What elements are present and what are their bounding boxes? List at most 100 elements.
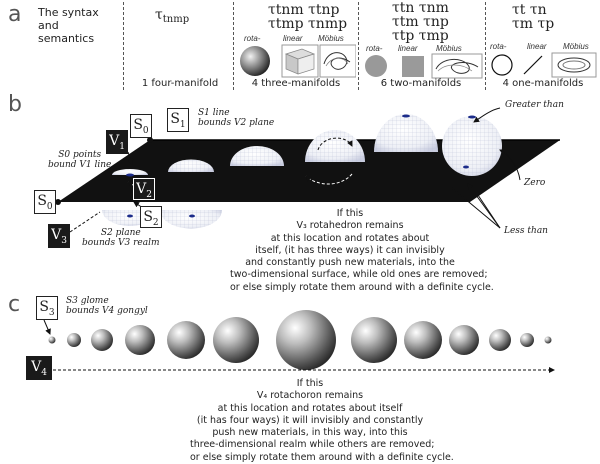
s0-points-annotation-2: bound V1 line xyxy=(48,160,112,170)
less-than-label: Less than xyxy=(504,226,548,236)
zero-arrow xyxy=(499,149,521,181)
panel-b-line: V₃ rotahedron remains xyxy=(296,220,404,232)
panel-c-paragraph: If this V₄ rotachoron remains at this lo… xyxy=(190,378,454,464)
s3-arrow xyxy=(43,319,51,335)
sphere-8 xyxy=(351,317,397,363)
thumb-label-mobius: Möbius xyxy=(563,42,589,51)
thumb-label-mobius: Möbius xyxy=(436,44,462,53)
plane-diagram xyxy=(55,107,560,233)
mobius-two-icon xyxy=(431,53,483,79)
s2-plane-annotation: S2 plane bounds V3 realm xyxy=(82,228,160,248)
panel-c-line: three-dimensional realm while others are… xyxy=(190,439,435,451)
panel-c-line: at this location and rotates about itsel… xyxy=(217,402,403,414)
panel-c-line: or else simply rotate them around with a… xyxy=(190,451,454,463)
sphere-12 xyxy=(520,333,534,347)
lower-hemisphere-2 xyxy=(160,210,222,229)
tau-two-manifolds: τtn τnm τtm τnp τtp τmp xyxy=(392,1,449,44)
tau-line: τtm τnp xyxy=(392,14,449,30)
greater-than-label: Greater than xyxy=(505,100,564,110)
rota-disc-icon xyxy=(365,55,387,77)
s2-label: S2 xyxy=(140,206,162,228)
s3-label: S3 xyxy=(36,296,58,320)
s2-plane-annotation-1: S2 plane xyxy=(100,228,141,238)
thumb-label-linear: linear xyxy=(398,44,418,53)
rota-sphere-icon xyxy=(240,46,270,76)
s1-line-annotation-1: S1 line xyxy=(198,108,230,118)
sphere-6 xyxy=(213,317,259,363)
sphere-5 xyxy=(167,321,205,359)
s1-line-annotation-2: bounds V2 plane xyxy=(198,118,275,128)
s0-point-left xyxy=(55,199,61,205)
thumb-label-mobius: Möbius xyxy=(318,34,344,43)
divider-4 xyxy=(485,2,486,90)
caption-four-manifold: 1 four-manifold xyxy=(141,78,219,89)
panel-a-title-line-1: The syntax xyxy=(38,6,99,19)
v1-label: V1 xyxy=(106,130,128,154)
greater-than-arrow xyxy=(473,107,501,123)
sphere-1 xyxy=(48,336,56,344)
s0-points-annotation: S0 points bound V1 line xyxy=(48,150,111,170)
sphere-7 xyxy=(276,310,336,370)
tau-line: τtnm τtnp xyxy=(268,2,340,18)
one-manifold-thumbnails xyxy=(491,52,597,78)
thumb-label-linear: linear xyxy=(283,34,303,43)
sphere-10 xyxy=(449,325,479,355)
panel-b-line: and constantly push new materials, into … xyxy=(245,257,455,269)
v2-label: V2 xyxy=(133,178,155,200)
less-than-arrow-3 xyxy=(475,191,501,229)
v3-dashed-line xyxy=(69,211,101,233)
caption-one-manifolds: 4 one-manifolds xyxy=(502,78,584,89)
v1-arrow xyxy=(127,151,134,165)
panel-a-letter: a xyxy=(8,2,22,27)
tau-line: τtp τmp xyxy=(392,28,449,44)
panel-c-line: push new materials, in this way, into th… xyxy=(212,427,408,439)
panel-b-line: If this xyxy=(336,208,364,219)
tau-three-manifolds: τtnm τtnp τtmp τnmp xyxy=(268,2,348,32)
three-manifold-thumbnails xyxy=(240,44,356,78)
s0-label-left: S0 xyxy=(34,190,56,214)
v3-label: V3 xyxy=(48,224,70,248)
panel-b-line: two-dimensional surface, while old ones … xyxy=(230,269,488,281)
dome-3 xyxy=(230,146,284,166)
dome-5 xyxy=(374,114,438,152)
panel-b-line: or else simply rotate them around with a… xyxy=(230,281,494,293)
two-manifold-thumbnails xyxy=(365,53,483,79)
panel-c-letter: c xyxy=(8,292,21,317)
thumb-label-rota: rota- xyxy=(490,42,507,51)
divider-1 xyxy=(123,2,124,90)
glome-sphere-row xyxy=(43,310,555,373)
caption-three-manifolds: 4 three-manifolds xyxy=(251,78,341,89)
sphere-2 xyxy=(67,333,81,347)
s3-glome-annotation: S3 glome bounds V4 gongyl xyxy=(66,296,148,316)
rotation-arrow-top xyxy=(317,137,353,151)
tau-subscript: tnmp xyxy=(162,14,190,25)
s3-glome-annotation-2: bounds V4 gongyl xyxy=(66,306,148,316)
linear-square-icon xyxy=(402,56,424,77)
panel-b-paragraph: If this V₃ rotahedron remains at this lo… xyxy=(230,208,494,294)
panel-a-title-line-2: and semantics xyxy=(38,19,95,45)
rota-circle-icon xyxy=(491,54,513,76)
s0-points-annotation-1: S0 points xyxy=(58,150,102,160)
zero-label: Zero xyxy=(524,178,546,188)
panel-a-title: The syntax and semantics xyxy=(38,6,118,45)
full-sphere-right xyxy=(442,115,502,176)
s1-label: S1 xyxy=(167,108,189,132)
less-than-arrow-2 xyxy=(451,187,501,229)
dome-2 xyxy=(168,159,214,172)
tau-symbol: τ xyxy=(155,7,163,23)
tau-one-manifolds: τt τn τm τp xyxy=(512,3,555,32)
thumb-label-linear: linear xyxy=(527,42,547,51)
thumb-label-rota: rota- xyxy=(244,34,261,43)
linear-line-icon xyxy=(523,55,543,75)
panel-b-line: itself, (it has three ways) it can invis… xyxy=(255,244,445,256)
tau-line: τm τp xyxy=(512,16,555,32)
panel-c-line: If this xyxy=(296,378,324,389)
mobius-one-icon xyxy=(551,52,597,78)
linear-cube-icon xyxy=(281,44,319,78)
sphere-3 xyxy=(91,329,113,351)
tau-line: τtmp τnmp xyxy=(268,16,348,32)
sphere-9 xyxy=(404,321,442,359)
mobius-three-icon xyxy=(319,44,356,78)
sphere-11 xyxy=(489,329,511,351)
s0-point-top xyxy=(147,137,153,143)
